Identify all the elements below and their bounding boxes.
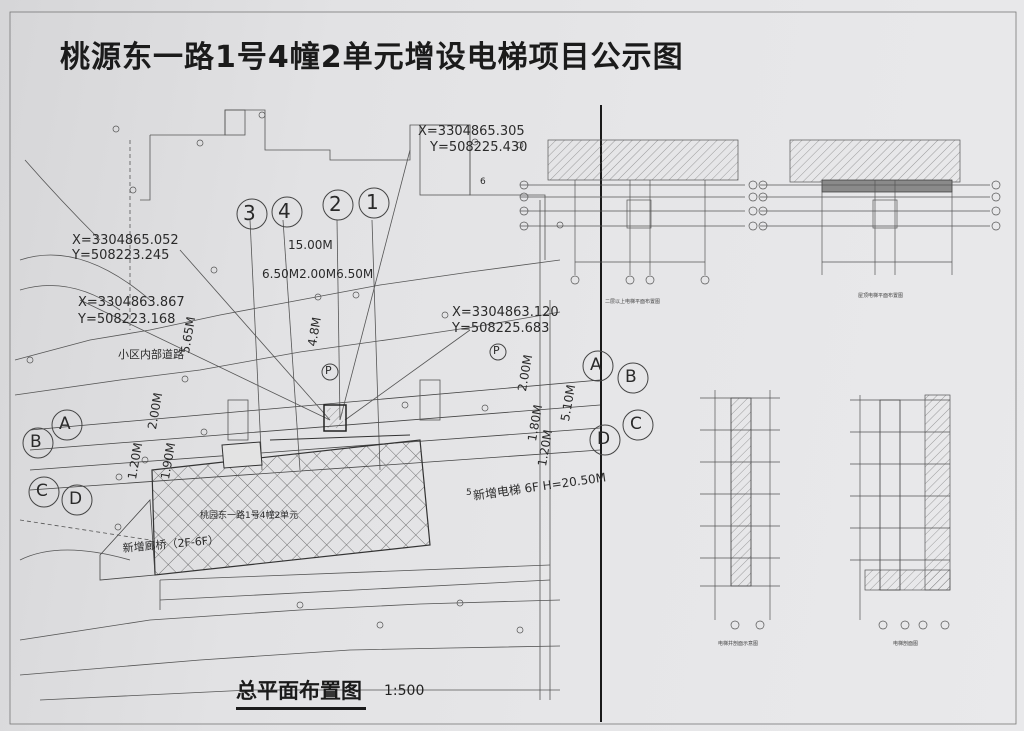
- axis-label: C: [630, 414, 642, 434]
- axis-label: D: [69, 489, 83, 509]
- axis-label: 2: [329, 192, 342, 216]
- lot-number: 6: [480, 177, 486, 187]
- coord-label: Y=508225.430: [430, 140, 528, 155]
- coord-label: Y=508223.245: [72, 248, 170, 263]
- coord-label: Y=508225.683: [452, 321, 550, 336]
- site-plan-caption: 总平面布置图: [236, 675, 366, 710]
- axis-label: B: [30, 432, 42, 452]
- axis-label: 3: [243, 201, 256, 225]
- axis-label: A: [59, 414, 71, 434]
- coord-label: Y=508223.168: [78, 312, 176, 327]
- detail-caption: 二层以上电梯平面布置图: [605, 299, 661, 305]
- dimension-label: 15.00M: [288, 238, 333, 252]
- scale-label: 1:500: [384, 683, 425, 699]
- building-label: 桃园东一路1号4幢2单元: [200, 511, 299, 521]
- dimension-label: 6.50M2.00M6.50M: [262, 267, 374, 281]
- drawing-title: 桃源东一路1号4幢2单元增设电梯项目公示图: [60, 40, 684, 75]
- coord-label: X=3304863.120: [452, 305, 559, 320]
- lot-number: 5: [466, 488, 472, 498]
- axis-label: A: [590, 355, 602, 375]
- coord-label: X=3304865.305: [418, 124, 525, 139]
- parking-label: P: [493, 344, 500, 357]
- detail-caption: 屋顶电梯平面布置图: [858, 293, 904, 299]
- coord-label: X=3304865.052: [72, 233, 179, 248]
- axis-label: 1: [366, 190, 379, 214]
- axis-label: D: [597, 429, 611, 449]
- coord-label: X=3304863.867: [78, 295, 185, 310]
- axis-label: B: [625, 367, 637, 387]
- axis-label: C: [36, 481, 48, 501]
- detail-caption: 电梯井剖面示意图: [718, 641, 759, 647]
- detail-caption: 电梯剖面图: [893, 641, 919, 647]
- parking-label: P: [325, 364, 332, 377]
- axis-label: 4: [278, 199, 291, 223]
- road-label: 小区内部道路: [118, 348, 184, 361]
